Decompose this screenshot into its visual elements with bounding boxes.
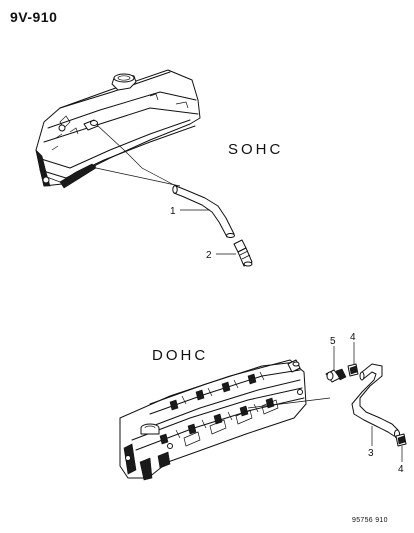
- callout-2: 2: [206, 250, 212, 261]
- sohc-pcv-valve: [233, 239, 253, 267]
- sohc-leader-cover: [95, 167, 181, 187]
- sohc-label: SOHC: [228, 141, 283, 158]
- dohc-label: DOHC: [152, 347, 208, 364]
- callout-4-bottom: 4: [398, 464, 404, 475]
- dohc-valve-cover: [119, 359, 307, 481]
- diagram-id: 9V-910: [10, 9, 57, 25]
- sohc-hose: [172, 185, 235, 238]
- dohc-leader-cover: [247, 397, 331, 409]
- dohc-clamp-bottom: [395, 433, 407, 447]
- dohc-pcv-valve: [325, 368, 347, 383]
- sohc-leader-port: [97, 125, 177, 187]
- callout-5: 5: [330, 336, 336, 347]
- dohc-hose: [351, 363, 400, 439]
- callout-4-top: 4: [350, 332, 356, 343]
- callout-3: 3: [368, 448, 374, 459]
- footer-code: 95756 910: [352, 517, 388, 524]
- sohc-valve-cover: [35, 69, 201, 189]
- dohc-clamp-top: [347, 363, 359, 377]
- callout-1: 1: [170, 206, 176, 217]
